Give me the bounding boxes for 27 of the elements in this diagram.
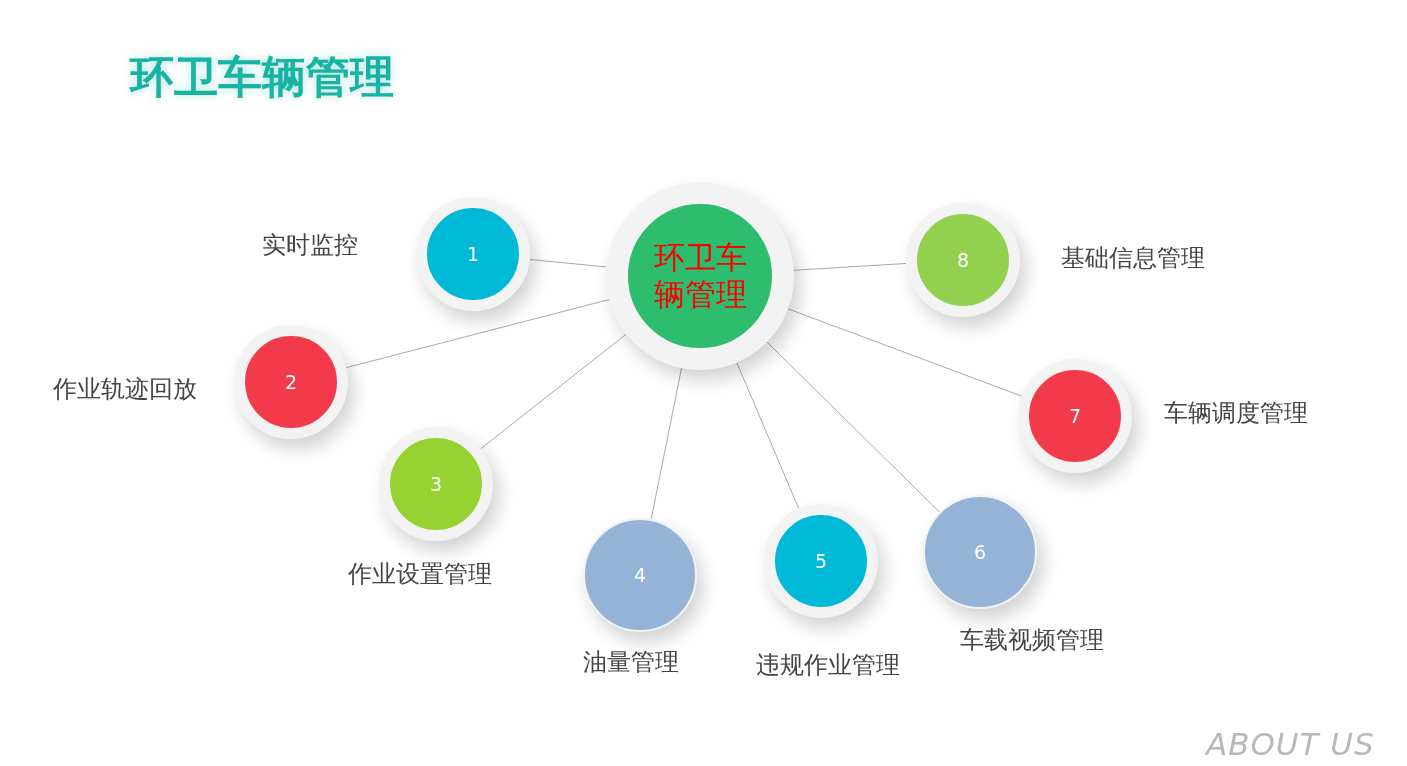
circle-caption: 违规作业管理 — [756, 650, 900, 681]
connector-line — [650, 367, 682, 520]
circle-caption: 实时监控 — [262, 230, 358, 261]
connector-line — [736, 362, 800, 510]
number-circle: 6 — [923, 495, 1037, 609]
number-circle: 2 — [234, 325, 348, 439]
title: 环卫车辆管理 — [130, 50, 394, 104]
circle-caption: 作业设置管理 — [348, 559, 492, 590]
circle-caption: 基础信息管理 — [1061, 243, 1205, 274]
number-circle: 4 — [583, 518, 697, 632]
number-circle: 7 — [1018, 359, 1132, 473]
connector-line — [766, 341, 940, 513]
number-circle: 1 — [416, 197, 530, 311]
connector-line — [793, 262, 907, 271]
circle-caption: 油量管理 — [583, 647, 679, 678]
connector-line — [529, 259, 607, 268]
footer-text: ABOUT US — [1206, 726, 1375, 762]
circle-caption: 作业轨迹回放 — [53, 374, 197, 405]
circle-caption: 车辆调度管理 — [1164, 398, 1308, 429]
connector-line — [787, 308, 1023, 397]
number-circle: 3 — [379, 427, 493, 541]
circle-caption: 车载视频管理 — [960, 625, 1104, 656]
connector-line — [345, 299, 610, 369]
number-circle: 5 — [764, 504, 878, 618]
number-circle: 8 — [906, 203, 1020, 317]
connector-line — [480, 333, 627, 450]
center-circle: 环卫车辆管理 — [606, 182, 794, 370]
